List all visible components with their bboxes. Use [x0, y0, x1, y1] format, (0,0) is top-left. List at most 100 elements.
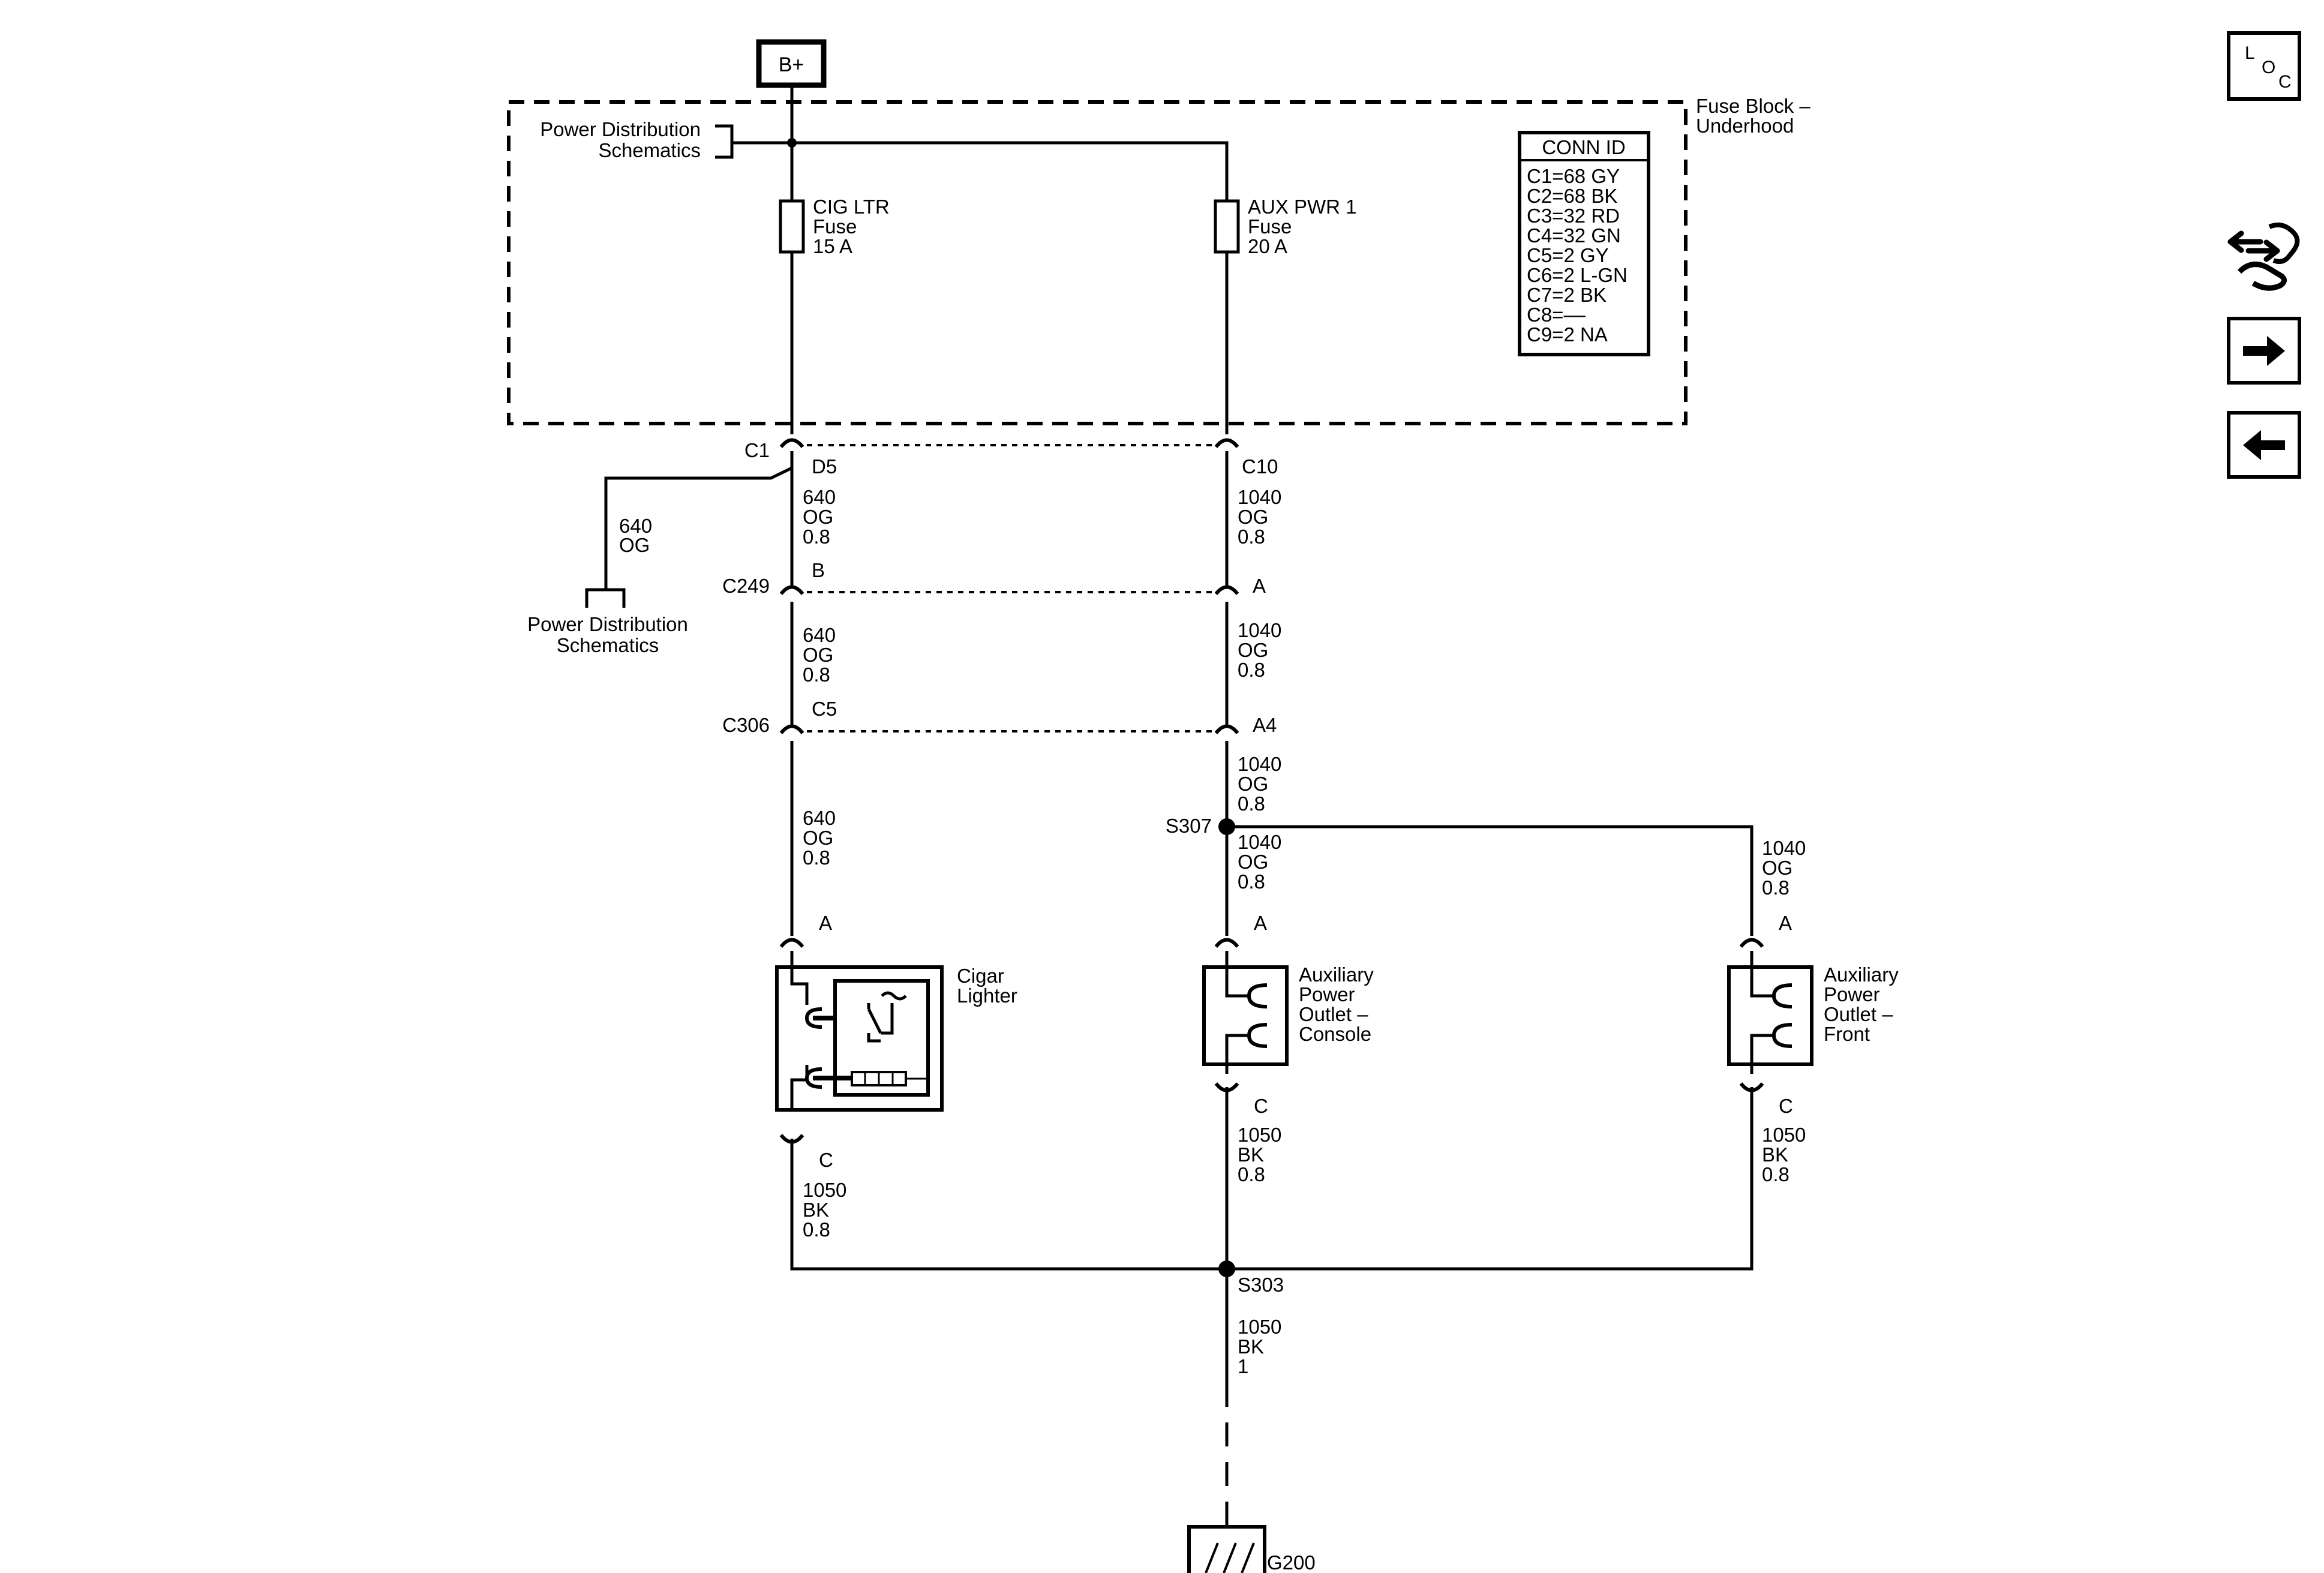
wire-1040-b-circuit: 1040 — [1238, 619, 1281, 641]
wire-640-c-color: OG — [803, 827, 833, 849]
arrow-left-icon — [2243, 430, 2285, 460]
conn-id-row: C7=2 BK — [1527, 284, 1607, 306]
connector-c10-label: C10 — [1242, 455, 1278, 478]
aux-console-top-terminal[interactable] — [1214, 938, 1239, 948]
branch-640-circuit: 640 — [619, 515, 652, 537]
next-page-button[interactable] — [2227, 317, 2301, 385]
aux-front-top-terminal[interactable] — [1739, 938, 1764, 948]
connector-c1-terminal[interactable] — [779, 438, 804, 448]
wire-cig-1050-circuit: 1050 — [803, 1179, 846, 1201]
wire-640-a-size: 0.8 — [803, 526, 830, 548]
connector-c1-label: C1 — [744, 439, 770, 461]
cigar-lighter-label-1: Cigar — [957, 965, 1004, 987]
aux-console-label-2: Power — [1299, 983, 1355, 1005]
cig-ltr-fuse[interactable] — [779, 199, 805, 254]
connector-c10-terminal[interactable] — [1214, 438, 1239, 448]
aux-console-pin-c: C — [1254, 1095, 1268, 1117]
connector-tool-button[interactable] — [2224, 215, 2308, 293]
ground-g200-label: G200 — [1267, 1551, 1316, 1573]
circuit-1040-wire — [1225, 451, 1753, 936]
connector-c249-left-terminal[interactable] — [779, 585, 804, 595]
bus-junction — [787, 138, 797, 148]
loc-letter-c: C — [2278, 72, 2292, 92]
wire-console-1050-color: BK — [1238, 1143, 1264, 1166]
arrow-right-icon — [2243, 335, 2285, 366]
connector-c306-pin-a4: A4 — [1253, 714, 1277, 736]
connector-c249-right-terminal[interactable] — [1214, 585, 1239, 595]
wire-1040-a-circuit: 1040 — [1238, 486, 1281, 508]
cigar-lighter-label-2: Lighter — [957, 984, 1017, 1007]
wire-640-b-color: OG — [803, 644, 833, 666]
wire-640-c-size: 0.8 — [803, 846, 830, 869]
wire-cig-1050-color: BK — [803, 1199, 829, 1221]
wire-ground-1050-color: BK — [1238, 1335, 1264, 1358]
cigar-lighter-top-terminal[interactable] — [779, 938, 804, 948]
conn-id-row: C9=2 NA — [1527, 323, 1608, 346]
power-distribution-ref-side-2[interactable]: Schematics — [557, 634, 659, 656]
power-distribution-ref-side-1[interactable]: Power Distribution — [527, 613, 688, 635]
wire-front-1050-circuit: 1050 — [1762, 1124, 1806, 1146]
conn-id-row: C8=–– — [1527, 304, 1586, 326]
conn-id-row: C3=32 RD — [1527, 205, 1620, 227]
wire-ground-1050-circuit: 1050 — [1238, 1316, 1281, 1338]
connector-c306-pin-c5: C5 — [812, 698, 837, 720]
wire-console-1050-circuit: 1050 — [1238, 1124, 1281, 1146]
power-distribution-bracket-top — [715, 124, 792, 159]
wire-640-b-circuit: 640 — [803, 624, 836, 646]
aux-front-label-3: Outlet – — [1824, 1003, 1893, 1025]
connector-c306-label: C306 — [722, 714, 770, 736]
aux-front-pin-c: C — [1779, 1095, 1793, 1117]
connector-c249-pin-b: B — [812, 559, 825, 581]
wire-1040-c-circuit: 1040 — [1238, 753, 1281, 775]
branch-640-color: OG — [619, 534, 650, 556]
wire-front-1050-color: BK — [1762, 1143, 1788, 1166]
aux-console-label-1: Auxiliary — [1299, 963, 1374, 986]
aux-pwr-fuse[interactable] — [1214, 199, 1240, 254]
fuse-block-title: Fuse Block – — [1696, 95, 1810, 117]
ground-g200-symbol[interactable] — [1187, 1525, 1266, 1573]
cigar-lighter[interactable] — [775, 951, 944, 1112]
wire-1040-d-color: OG — [1238, 851, 1268, 873]
wire-front-1040-size: 0.8 — [1762, 876, 1789, 899]
cigar-lighter-pin-c: C — [819, 1149, 833, 1171]
wire-console-1050-size: 0.8 — [1238, 1163, 1265, 1185]
wire-640-b-size: 0.8 — [803, 664, 830, 686]
wire-1040-c-color: OG — [1238, 773, 1268, 795]
connector-c306-left-terminal[interactable] — [779, 724, 804, 734]
wire-front-1050-size: 0.8 — [1762, 1163, 1789, 1185]
connector-c306-right-terminal[interactable] — [1214, 724, 1239, 734]
conn-id-row: C2=68 BK — [1527, 185, 1617, 207]
power-distribution-ref-top-2[interactable]: Schematics — [598, 139, 701, 161]
location-view-button[interactable]: L O C — [2227, 31, 2301, 101]
cigar-lighter-pin-a: A — [819, 912, 832, 934]
aux-front-label-4: Front — [1824, 1023, 1870, 1045]
ground-bus-wire — [790, 1087, 1753, 1383]
power-distribution-ref-top-1[interactable]: Power Distribution — [540, 118, 701, 140]
wire-640-c-circuit: 640 — [803, 807, 836, 829]
conn-id-row: C4=32 GN — [1527, 224, 1621, 247]
connector-c1-pin: D5 — [812, 455, 837, 478]
conn-id-table: CONN ID C1=68 GY C2=68 BK C3=32 RD C4=32… — [1518, 131, 1650, 356]
wire-1040-d-circuit: 1040 — [1238, 831, 1281, 853]
wire-1040-c-size: 0.8 — [1238, 792, 1265, 815]
fuse-block-subtitle: Underhood — [1696, 115, 1794, 137]
aux-pwr-fuse-rating: 20 A — [1248, 235, 1287, 257]
wire-1040-a-size: 0.8 — [1238, 526, 1265, 548]
conn-id-row: C6=2 L-GN — [1527, 264, 1628, 286]
wire-1040-b-color: OG — [1238, 639, 1268, 661]
aux-console-label-4: Console — [1299, 1023, 1371, 1045]
aux-power-outlet-front[interactable] — [1727, 951, 1813, 1074]
aux-power-outlet-console[interactable] — [1202, 951, 1289, 1074]
aux-pwr-fuse-name: AUX PWR 1 — [1248, 196, 1357, 218]
connector-tool-icon — [2227, 222, 2300, 291]
battery-positive-label: B+ — [779, 53, 804, 76]
previous-page-button[interactable] — [2227, 411, 2301, 479]
aux-console-label-3: Outlet – — [1299, 1003, 1368, 1025]
cig-ltr-fuse-rating: 15 A — [813, 235, 852, 257]
wire-front-1040-circuit: 1040 — [1762, 837, 1806, 859]
cig-ltr-fuse-type: Fuse — [813, 215, 857, 238]
splice-s307-label: S307 — [1166, 815, 1212, 837]
power-distribution-bracket-side — [585, 588, 626, 608]
wire-1040-a-color: OG — [1238, 506, 1268, 528]
